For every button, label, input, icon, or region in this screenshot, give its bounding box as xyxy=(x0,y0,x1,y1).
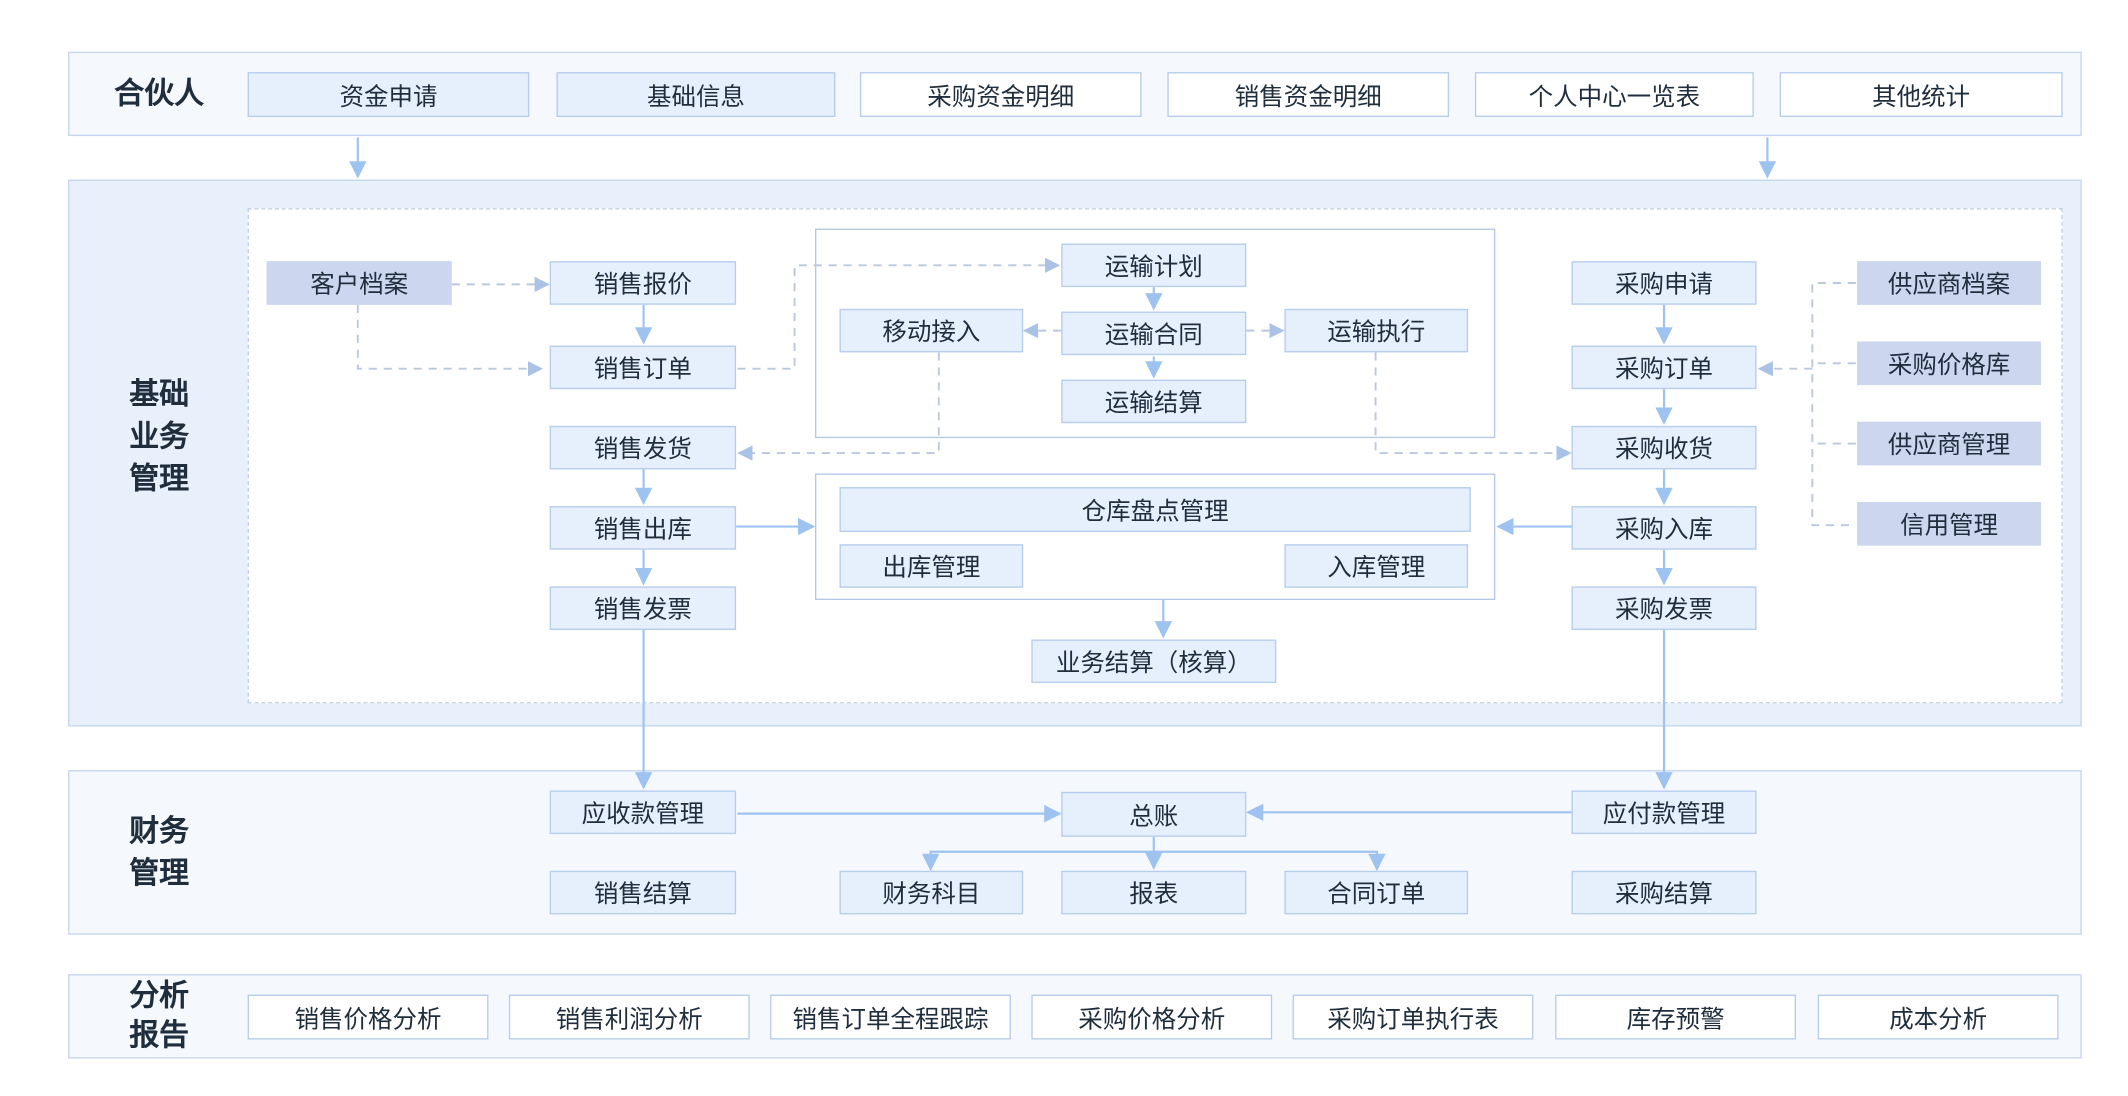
partner-label: 合伙人 xyxy=(114,77,205,112)
credit-management-box: 信用管理 xyxy=(1857,502,2041,546)
analysis-sales-order-tracking: 销售订单全程跟踪 xyxy=(770,994,1011,1040)
transport-execution-box: 运输执行 xyxy=(1284,308,1469,353)
partner-item-other-stats: 其他统计 xyxy=(1779,72,2063,118)
analysis-cost: 成本分析 xyxy=(1817,994,2059,1040)
customer-archive-box: 客户档案 xyxy=(266,261,452,305)
contract-order-box: 合同订单 xyxy=(1284,870,1469,915)
mobile-access-box: 移动接入 xyxy=(839,308,1024,353)
partner-item-purchase-fund-detail: 采购资金明细 xyxy=(859,72,1142,118)
analysis-purchase-price: 采购价格分析 xyxy=(1031,994,1273,1040)
inbound-management-box: 入库管理 xyxy=(1284,544,1469,588)
analysis-label-line-1: 分析 xyxy=(129,979,190,1014)
partner-item-fund-apply: 资金申请 xyxy=(247,72,530,118)
purchase-apply-box: 采购申请 xyxy=(1571,261,1757,305)
analysis-sales-profit: 销售利润分析 xyxy=(508,994,750,1040)
purchase-price-library-box: 采购价格库 xyxy=(1857,341,2041,386)
purchase-invoice-box: 采购发票 xyxy=(1571,586,1757,630)
business-settlement-box: 业务结算（核算） xyxy=(1031,639,1277,684)
purchase-settlement-box: 采购结算 xyxy=(1571,870,1757,915)
purchase-order-box: 采购订单 xyxy=(1571,345,1757,390)
analysis-sales-price: 销售价格分析 xyxy=(247,994,489,1040)
transport-plan-box: 运输计划 xyxy=(1061,243,1247,288)
dash-execution-receipt xyxy=(1374,352,1572,461)
partner-item-basic-info: 基础信息 xyxy=(556,72,836,118)
basic-label: 基础 业务 管理 xyxy=(68,374,250,501)
purchase-receipt-box: 采购收货 xyxy=(1571,425,1757,470)
analysis-inventory-warning: 库存预警 xyxy=(1555,994,1796,1040)
basic-label-line-3: 管理 xyxy=(129,462,190,497)
sales-invoice-box: 销售发票 xyxy=(549,586,737,630)
finance-subjects-box: 财务科目 xyxy=(839,870,1024,915)
finance-label-line-1: 财务 xyxy=(129,814,190,850)
sales-delivery-box: 销售发货 xyxy=(549,425,737,470)
outbound-management-box: 出库管理 xyxy=(839,544,1024,588)
finance-label-line-2: 管理 xyxy=(129,857,190,892)
payable-management-box: 应付款管理 xyxy=(1571,790,1757,835)
analysis-label: 分析 报告 xyxy=(68,977,250,1056)
warehouse-inventory-box: 仓库盘点管理 xyxy=(839,487,1471,532)
finance-label: 财务 管理 xyxy=(68,811,250,895)
analysis-purchase-order-execution: 采购订单执行表 xyxy=(1292,994,1534,1040)
supplier-archive-box: 供应商档案 xyxy=(1857,261,2041,305)
transport-contract-box: 运输合同 xyxy=(1061,311,1247,356)
report-box: 报表 xyxy=(1061,870,1247,915)
dash-customer-order xyxy=(356,304,544,377)
partner-item-personal-center: 个人中心一览表 xyxy=(1474,72,1754,118)
receivable-management-box: 应收款管理 xyxy=(549,790,737,835)
partner-item-sales-fund-detail: 销售资金明细 xyxy=(1167,72,1450,118)
basic-label-line-2: 业务 xyxy=(129,420,190,455)
dash-order-plan xyxy=(737,257,1061,370)
sales-outbound-box: 销售出库 xyxy=(549,506,737,550)
transport-settlement-box: 运输结算 xyxy=(1061,379,1247,424)
supplier-management-box: 供应商管理 xyxy=(1857,421,2041,466)
sales-settlement-box: 销售结算 xyxy=(549,870,737,915)
dash-supplier-bracket xyxy=(1811,282,1856,527)
analysis-label-line-2: 报告 xyxy=(129,1019,190,1054)
general-ledger-box: 总账 xyxy=(1061,791,1247,837)
dash-mobile-delivery xyxy=(737,352,940,461)
sales-quote-box: 销售报价 xyxy=(549,261,737,305)
purchase-inbound-box: 采购入库 xyxy=(1571,506,1757,550)
basic-label-line-1: 基础 xyxy=(129,378,190,413)
sales-order-box: 销售订单 xyxy=(549,345,737,390)
